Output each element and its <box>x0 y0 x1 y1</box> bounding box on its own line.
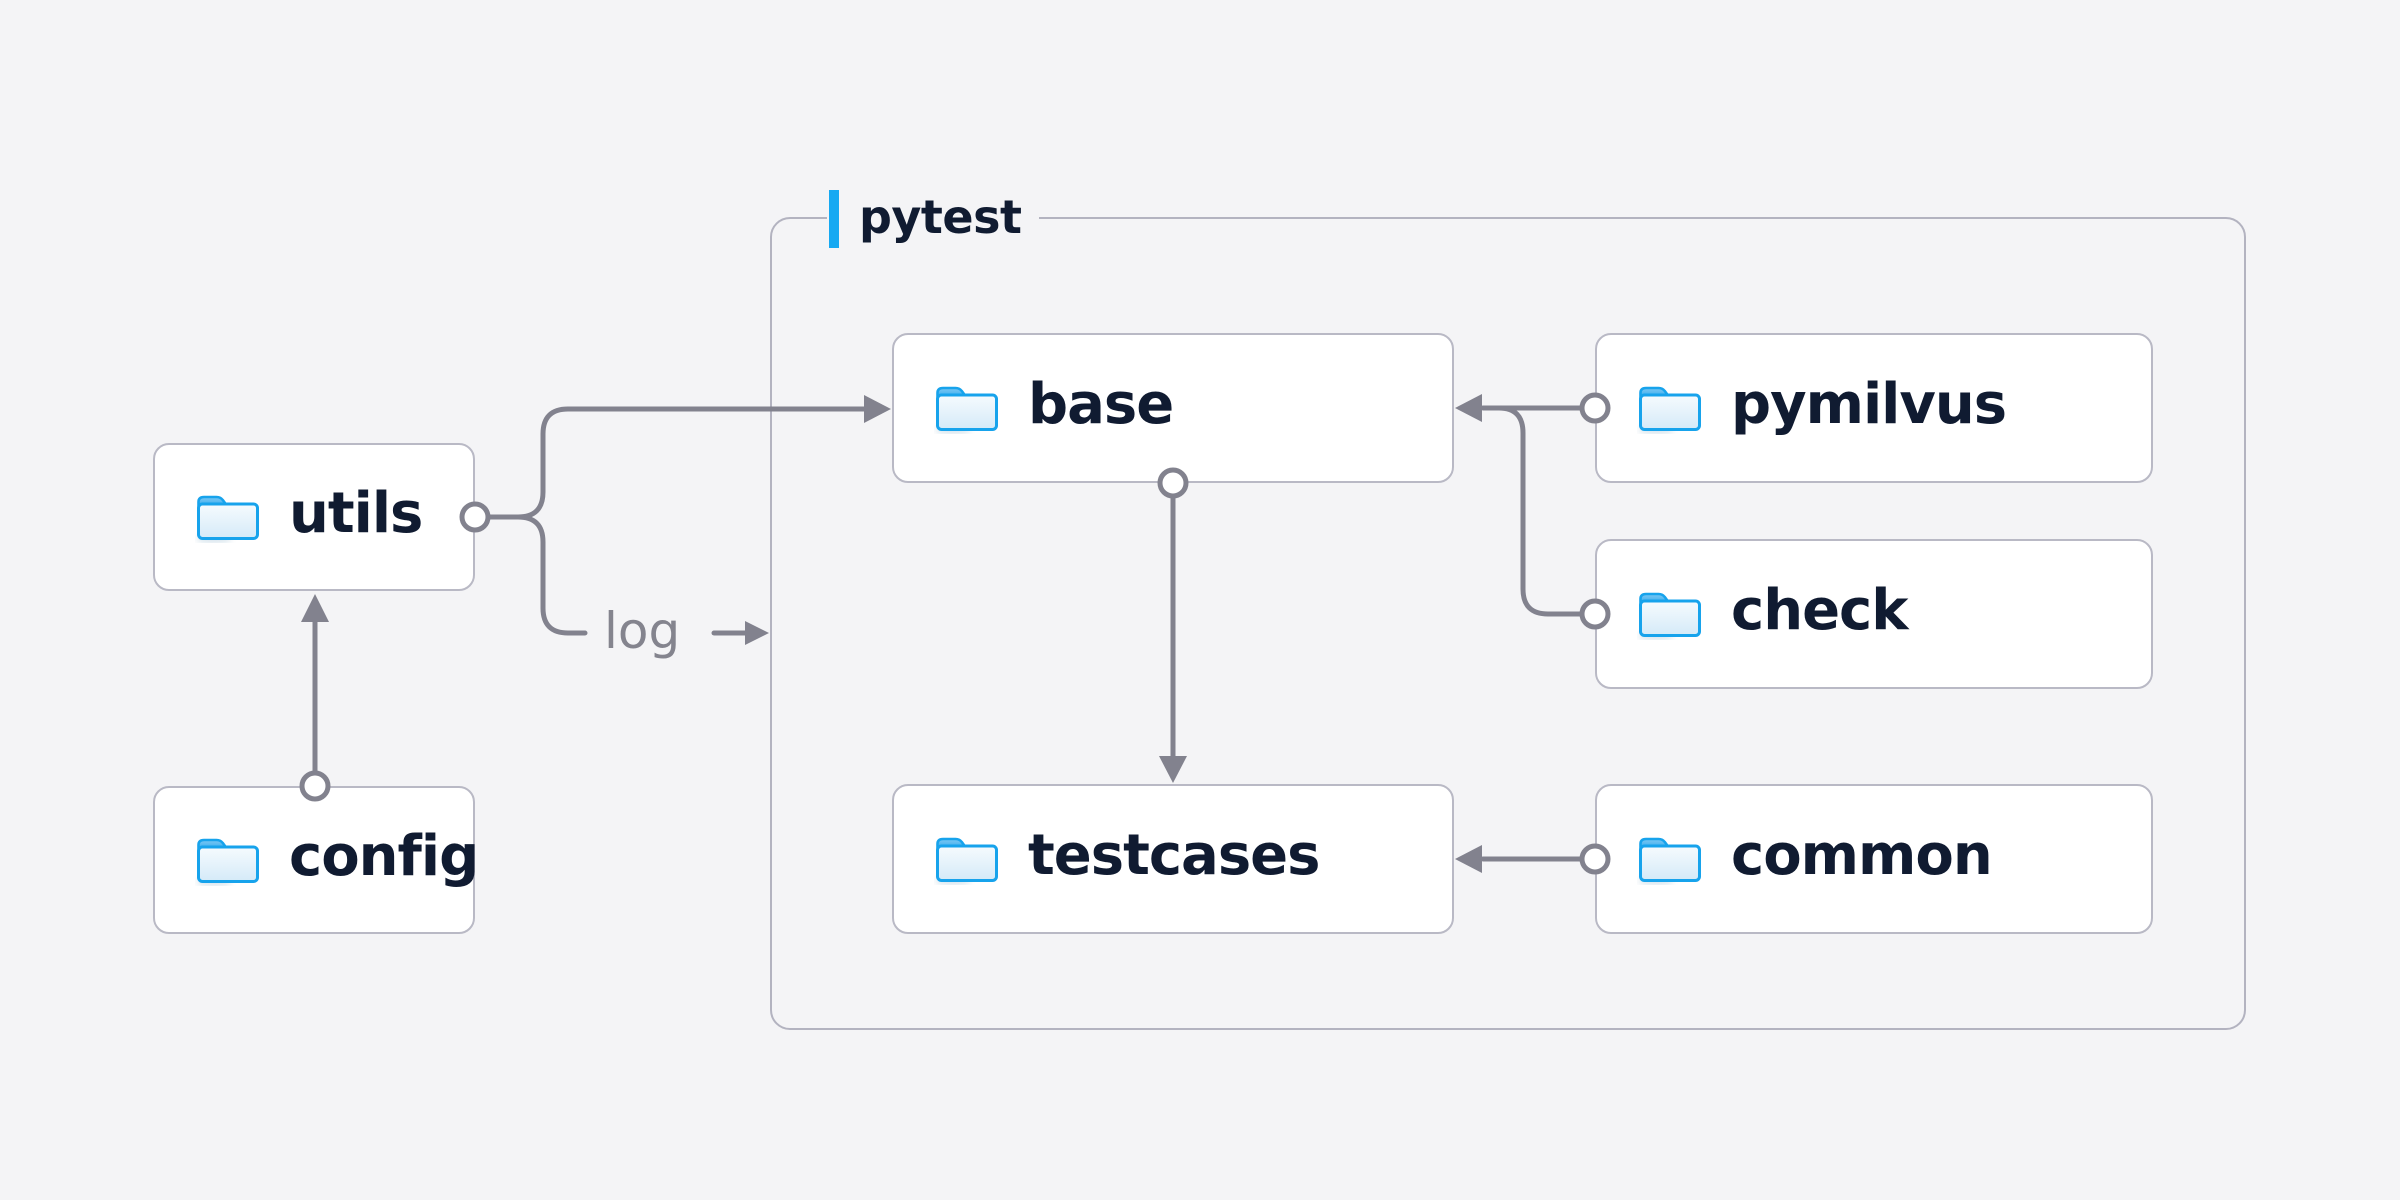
node-pymilvus: pymilvus <box>1595 333 2153 483</box>
log-arrow <box>711 621 769 645</box>
pytest-group-box: pytest <box>770 188 2246 1030</box>
node-label: pymilvus <box>1731 372 2007 437</box>
folder-body <box>197 502 259 540</box>
folder-icon <box>196 495 259 543</box>
folder-icon <box>1638 837 1701 885</box>
node-base: base <box>892 333 1454 483</box>
folder-body <box>936 393 998 431</box>
node-label: config <box>289 824 479 889</box>
folder-icon <box>1638 386 1701 434</box>
accent-bar <box>829 190 839 248</box>
folder-icon <box>196 838 259 886</box>
folder-body <box>1639 393 1701 431</box>
node-label: utils <box>289 481 423 546</box>
wire <box>515 514 588 636</box>
node-label: testcases <box>1028 823 1320 888</box>
edge-utils-log <box>515 514 588 636</box>
folder-body <box>936 844 998 882</box>
group-title: pytest <box>859 190 1022 244</box>
node-check: check <box>1595 539 2153 689</box>
pytest-group-label: pytest <box>827 188 1040 250</box>
folder-body <box>1639 844 1701 882</box>
folder-icon <box>1638 592 1701 640</box>
edge-config-utils <box>299 594 331 802</box>
folder-body <box>197 845 259 883</box>
folder-icon <box>935 837 998 885</box>
node-common: common <box>1595 784 2153 934</box>
node-label: check <box>1731 578 1908 643</box>
node-utils: utils <box>153 443 475 591</box>
arrowhead-right-icon <box>745 621 769 645</box>
folder-body <box>1639 599 1701 637</box>
folder-icon <box>935 386 998 434</box>
arrowhead-up-icon <box>301 594 329 622</box>
node-label: common <box>1731 823 1993 888</box>
edge-label-log: log <box>604 602 681 660</box>
node-label: base <box>1028 372 1174 437</box>
node-config: config <box>153 786 479 934</box>
node-testcases: testcases <box>892 784 1454 934</box>
